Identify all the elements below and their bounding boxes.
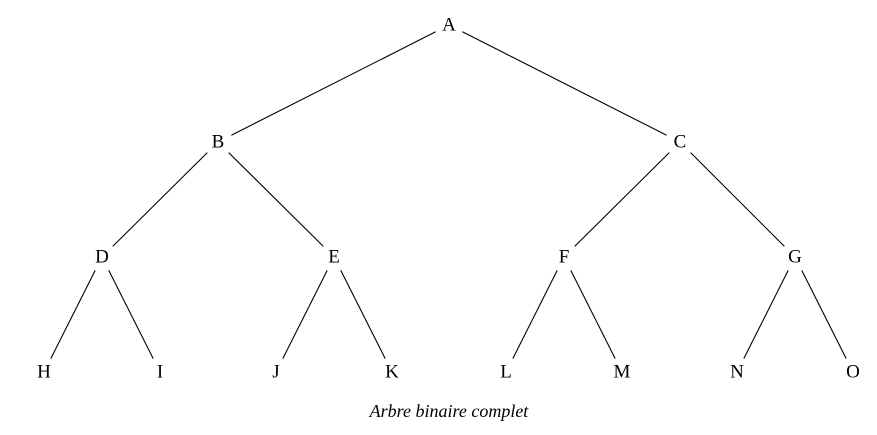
- edge-F-M: [570, 270, 616, 359]
- node-N: N: [730, 362, 744, 383]
- node-O: O: [846, 362, 860, 383]
- edge-A-C: [462, 31, 667, 136]
- node-I: I: [157, 362, 163, 383]
- edge-D-I: [108, 270, 154, 359]
- edge-G-N: [743, 270, 789, 359]
- node-B: B: [212, 132, 225, 153]
- node-F: F: [559, 247, 570, 268]
- edge-F-L: [512, 270, 558, 359]
- node-L: L: [500, 362, 512, 383]
- node-A: A: [442, 15, 456, 36]
- node-H: H: [37, 362, 51, 383]
- node-M: M: [614, 362, 631, 383]
- tree-edges: [50, 31, 847, 359]
- edge-D-H: [50, 270, 96, 359]
- edge-B-D: [112, 152, 208, 247]
- edge-B-E: [228, 152, 324, 247]
- edge-C-F: [574, 152, 670, 247]
- tree-nodes: A B C D E F G H I J K L M N O: [37, 15, 860, 383]
- edge-C-G: [690, 152, 785, 247]
- edge-E-J: [282, 270, 328, 359]
- node-J: J: [272, 362, 279, 383]
- node-E: E: [328, 247, 340, 268]
- edge-A-B: [231, 31, 436, 136]
- diagram-caption: Arbre binaire complet: [369, 401, 530, 421]
- node-C: C: [674, 132, 687, 153]
- edge-E-K: [340, 270, 386, 359]
- node-G: G: [788, 247, 802, 268]
- node-K: K: [385, 362, 399, 383]
- node-D: D: [95, 247, 109, 268]
- edge-G-O: [801, 270, 847, 359]
